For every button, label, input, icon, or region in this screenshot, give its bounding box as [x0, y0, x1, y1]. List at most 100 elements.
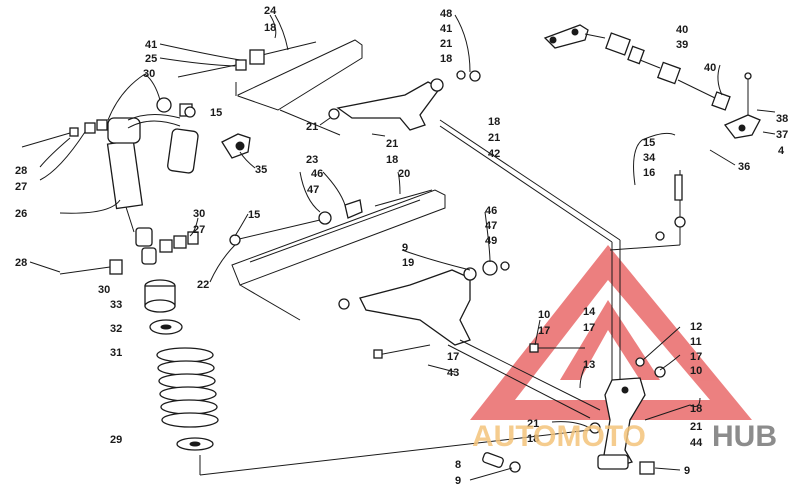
callout: 30: [143, 68, 155, 80]
callout: 12: [690, 321, 702, 333]
bolt-43: [373, 344, 431, 359]
lower-rod: [447, 339, 601, 419]
callout: 27: [15, 181, 27, 193]
callout: 18: [488, 116, 500, 128]
spindle: [597, 377, 655, 475]
callout: 16: [643, 167, 655, 179]
callout: 38: [776, 113, 788, 125]
watermark-text: AUTOMOTO HUB: [472, 420, 777, 453]
shaft-20: [374, 189, 433, 207]
callout: 40: [676, 24, 688, 36]
callout: 21: [386, 138, 398, 150]
callout: 24: [264, 5, 277, 17]
callout: 26: [15, 208, 27, 220]
callout: 9: [684, 465, 690, 477]
watermark-logo: [470, 245, 752, 420]
callout: 40: [704, 62, 716, 74]
lower-plate: [231, 189, 446, 321]
coil-spring-31: [156, 347, 219, 428]
callout: 43: [447, 367, 459, 379]
leader-lines: [29, 14, 776, 481]
callout: 4: [778, 145, 785, 157]
bolt-25: [177, 59, 247, 78]
callout: 25: [145, 53, 157, 65]
callout: 13: [583, 359, 595, 371]
bushings-30-27: [159, 231, 199, 253]
callout: 18: [690, 403, 702, 415]
callout: 37: [776, 129, 788, 141]
callout: 10: [690, 365, 702, 377]
callout: 15: [643, 137, 655, 149]
callout: 42: [488, 148, 500, 160]
callout: 11: [690, 336, 702, 348]
callout: 44: [690, 437, 703, 449]
callout: 41: [440, 23, 452, 35]
callout: 18: [440, 53, 452, 65]
watermark-brand-part1: AUTOMOTO: [472, 420, 646, 453]
callout: 19: [402, 257, 414, 269]
callout: 47: [307, 184, 319, 196]
upper-a-arm: [328, 70, 466, 131]
callout: 34: [643, 152, 656, 164]
spring-seat-32: [149, 319, 183, 335]
callout: 8: [455, 459, 461, 471]
callout: 17: [538, 325, 550, 337]
callout: 21: [690, 421, 702, 433]
callout: 18: [264, 22, 276, 34]
spring-retainer-33: [144, 279, 176, 313]
upper-plate: [235, 39, 363, 136]
callout: 17: [447, 351, 459, 363]
callout: 49: [485, 235, 497, 247]
knuckle-37: [723, 72, 761, 139]
callout: 32: [110, 323, 122, 335]
callout: 47: [485, 220, 497, 232]
watermark-brand-part2: HUB: [712, 420, 777, 453]
callout-labels: 24 18 48 41 21 18 40 39 41 25 30 15 40 3…: [15, 5, 788, 487]
bolt-14: [529, 343, 585, 353]
lower-a-arm: [338, 260, 510, 346]
callout: 28: [15, 165, 27, 177]
callout: 36: [738, 161, 750, 173]
callout: 27: [193, 224, 205, 236]
callout: 29: [110, 434, 122, 446]
pin-8: [482, 452, 521, 473]
callout: 18: [527, 433, 539, 445]
callout: 30: [193, 208, 205, 220]
shock-absorber: [106, 103, 199, 265]
callout: 22: [197, 279, 209, 291]
callout: 35: [255, 164, 267, 176]
callout: 21: [306, 121, 318, 133]
lower-shaft-22: [229, 199, 363, 246]
callout: 21: [440, 38, 452, 50]
spring-seat-29: [176, 437, 214, 451]
tie-rod-long: [439, 119, 681, 400]
bolt-28-lower: [59, 259, 123, 275]
callout: 28: [15, 257, 27, 269]
callout: 46: [311, 168, 323, 180]
callout: 15: [210, 107, 222, 119]
bolt-15-top: [156, 97, 196, 118]
callout: 30: [98, 284, 110, 296]
steering-arm: [543, 24, 731, 111]
shaft-24: [249, 41, 317, 65]
callout: 17: [583, 322, 595, 334]
callout: 39: [676, 39, 688, 51]
callout: 33: [110, 299, 122, 311]
callout: 23: [306, 154, 318, 166]
callout: 18: [386, 154, 398, 166]
callout: 17: [690, 351, 702, 363]
callout: 46: [485, 205, 497, 217]
callout: 10: [538, 309, 550, 321]
callout: 14: [583, 306, 596, 318]
bottom-rod: [199, 429, 591, 476]
bracket-35: [221, 133, 251, 159]
callout: 15: [248, 209, 260, 221]
callout: 21: [488, 132, 500, 144]
bolt-48: [469, 70, 481, 82]
callout: 20: [398, 168, 410, 180]
callout: 48: [440, 8, 452, 20]
callout: 9: [402, 242, 408, 254]
callout: 41: [145, 39, 157, 51]
bolt-28-top: [21, 119, 108, 148]
